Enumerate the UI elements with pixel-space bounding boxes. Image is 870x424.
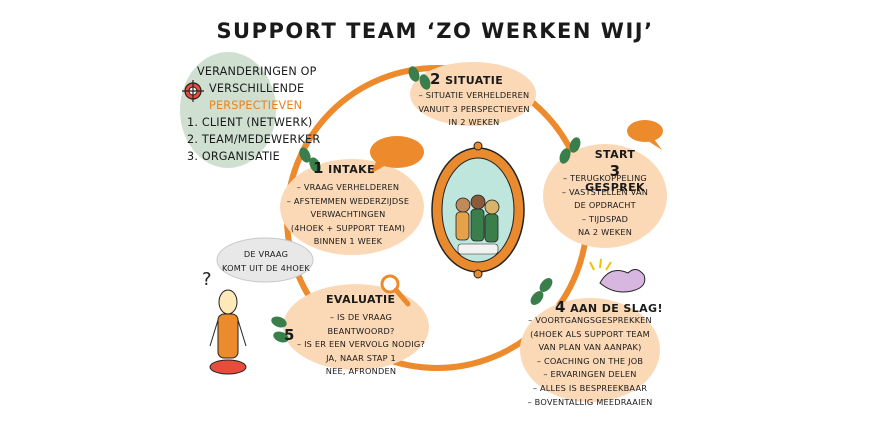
step-line: – IS ER EEN VERVOLG NODIG? xyxy=(296,339,426,350)
step-start-heading: START 3 GESPREK xyxy=(580,148,650,194)
step-line: – SITUATIE VERHELDEREN xyxy=(418,90,530,100)
footprint-icon xyxy=(530,278,553,305)
step-line: NA 2 WEKEN xyxy=(577,227,633,238)
step-evaluatie-heading: EVALUATIE xyxy=(326,293,395,307)
step-title: INTAKE xyxy=(328,163,375,176)
bubble-start xyxy=(543,144,667,248)
step-title: SITUATIE xyxy=(445,74,504,87)
step-line: – TIJDSPAD xyxy=(581,213,629,224)
perspectives-heading-line: VERANDERINGEN OP xyxy=(197,65,317,78)
step-number: 2 xyxy=(430,70,441,88)
step-title: AAN DE SLAG! xyxy=(570,302,663,315)
step-line: – ERVARINGEN DELEN xyxy=(543,369,637,380)
step-line: – IS DE VRAAG BEANTWOORD? xyxy=(327,312,395,336)
step-situatie-body: – SITUATIE VERHELDEREN VANUIT 3 PERSPECT… xyxy=(413,89,535,130)
step-line: NEE, AFRONDEN xyxy=(325,366,397,377)
perspective-item: 1. CLIENT (NETWERK) xyxy=(187,116,313,129)
step-line: (4HOEK + SUPPORT TEAM) xyxy=(290,222,406,233)
perspective-item: 3. ORGANISATIE xyxy=(187,150,280,163)
perspectives-backdrop xyxy=(180,52,276,168)
question-line: DE VRAAG xyxy=(243,249,289,259)
step-number: 1 xyxy=(313,159,324,177)
step-title: START xyxy=(594,148,636,161)
step-line: – COACHING ON THE JOB xyxy=(536,355,644,366)
step-line: – AFSTEMMEN WEDERZIJDSE xyxy=(286,195,410,206)
step-line: – BOVENTALLIG MEEDRAAIEN xyxy=(527,396,653,407)
svg-text:?: ? xyxy=(202,269,212,290)
step-number: 4 xyxy=(555,298,566,316)
step-title: GESPREK xyxy=(585,180,645,194)
bubble-aan-de-slag xyxy=(520,298,660,402)
step-line: – TERUGKOPPELING xyxy=(563,173,647,183)
step-line: JA, NAAR STAP 1 xyxy=(326,352,396,363)
step-line: DE OPDRACHT xyxy=(574,200,636,211)
page-title: SUPPORT TEAM ‘ZO WERKEN WIJ’ xyxy=(216,19,654,43)
question-line: KOMT UIT DE 4HOEK xyxy=(222,262,310,273)
target-icon xyxy=(182,80,204,102)
step-intake-body: – VRAAG VERHELDEREN – AFSTEMMEN WEDERZIJ… xyxy=(283,181,413,249)
perspectives-list: VERANDERINGEN OP VERSCHILLENDE PERSPECTI… xyxy=(187,63,320,165)
step-line: VERWACHTINGEN xyxy=(310,209,386,220)
perspectives-heading-line: VERSCHILLENDE xyxy=(209,82,305,95)
bubble-evaluatie xyxy=(283,284,429,370)
question-bubble xyxy=(216,237,314,283)
step-intake-heading: 1 INTAKE xyxy=(313,159,375,178)
bubble-intake xyxy=(280,159,424,255)
speech-bubble-icon xyxy=(370,136,424,174)
step-line: VAN PLAN VAN AANPAK) xyxy=(538,342,642,353)
step-aan-de-slag-heading: 4 AAN DE SLAG! xyxy=(555,298,663,317)
step-number: 3 xyxy=(609,161,621,180)
perspectives-heading-highlight: PERSPECTIEVEN xyxy=(209,99,303,112)
magnifier-icon xyxy=(380,274,411,307)
bubble-situatie xyxy=(410,62,536,126)
step-aan-de-slag-body: – VOORTGANGSGESPREKKEN (4HOEK ALS SUPPOR… xyxy=(520,314,660,409)
step-line: BINNEN 1 WEEK xyxy=(313,236,383,247)
step-title: EVALUATIE xyxy=(326,293,396,306)
step-line: VANUIT 3 PERSPECTIEVEN xyxy=(418,103,530,114)
step-line: (4HOEK ALS SUPPORT TEAM xyxy=(530,328,650,339)
footprint-icon xyxy=(408,66,431,90)
speech-bubble-icon xyxy=(627,120,663,150)
step-line: – VASTSTELLEN VAN xyxy=(561,186,649,197)
team-portrait-frame xyxy=(431,141,525,279)
flexed-arm-icon xyxy=(589,258,646,293)
step-start-body: – TERUGKOPPELING – VASTSTELLEN VAN DE OP… xyxy=(555,172,655,240)
step-evaluatie-body: – IS DE VRAAG BEANTWOORD? – IS ER EEN VE… xyxy=(296,311,426,379)
footprint-icon xyxy=(271,316,289,343)
question-bubble-text: DE VRAAG KOMT UIT DE 4HOEK xyxy=(222,248,310,275)
step-line: – ALLES IS BESPREEKBAAR xyxy=(532,382,648,393)
perspective-item: 2. TEAM/MEDEWERKER xyxy=(187,133,321,146)
footprint-icon xyxy=(559,137,581,164)
step-line: – VRAAG VERHELDEREN xyxy=(296,182,400,192)
step-situatie-heading: 2 SITUATIE xyxy=(430,70,503,89)
footprint-icon xyxy=(299,147,321,173)
step-line: IN 2 WEKEN xyxy=(448,117,500,128)
step-number: 5 xyxy=(284,326,295,344)
question-person-icon: ? xyxy=(202,269,247,375)
step-evaluatie-number: 5 xyxy=(284,326,295,345)
step-line: – VOORTGANGSGESPREKKEN xyxy=(528,315,652,325)
